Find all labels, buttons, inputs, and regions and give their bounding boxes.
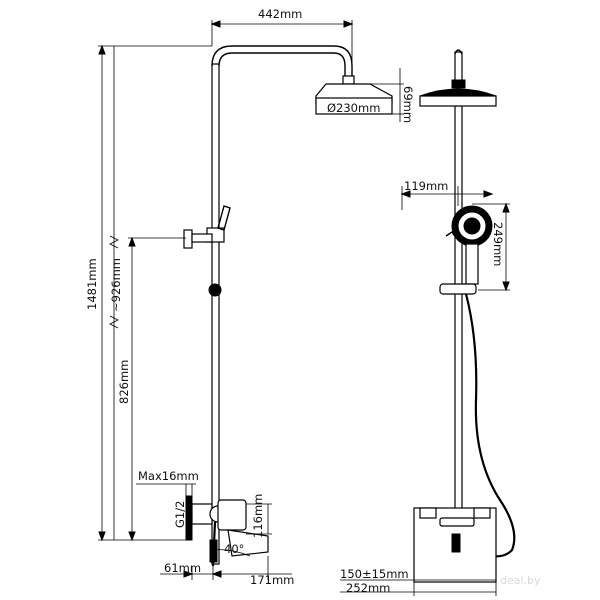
side-view [98, 20, 404, 580]
dim-faucet-height: 826mm [117, 360, 131, 404]
dim-top-width: 442mm [258, 7, 302, 21]
front-riser-pipe [454, 105, 463, 517]
dim-body-width: 252mm [346, 581, 390, 595]
dim-handshower-height: 249mm [491, 222, 505, 266]
dim-head-height: 69mm [401, 86, 415, 123]
handshower-holder [217, 205, 231, 231]
dim-g-thread: G1/2 [173, 501, 187, 528]
dim-total-height: 1481mm [85, 258, 99, 310]
hose [464, 293, 516, 558]
dim-base-depth: 61mm [164, 561, 201, 575]
watermark: deal.by [500, 574, 541, 587]
dim-spout-height: 116mm [251, 494, 265, 538]
overhead-arm [211, 45, 353, 78]
dim-center-distance: 150±15mm [340, 567, 409, 581]
dim-angle: 40° [224, 542, 244, 556]
dim-spout-length: 171mm [250, 573, 294, 587]
front-view [340, 49, 516, 596]
riser-pipe [211, 63, 220, 565]
wall-bracket [183, 229, 193, 249]
dim-range-height: ~926mm [109, 258, 123, 312]
front-slider [439, 283, 477, 295]
dim-max-thickness: Max16mm [138, 469, 199, 483]
slider-ball [208, 283, 222, 297]
dim-handshower-offset: 119mm [404, 179, 448, 193]
hand-shower-handle [465, 243, 479, 285]
dim-head-diameter: Ø230mm [327, 101, 380, 115]
